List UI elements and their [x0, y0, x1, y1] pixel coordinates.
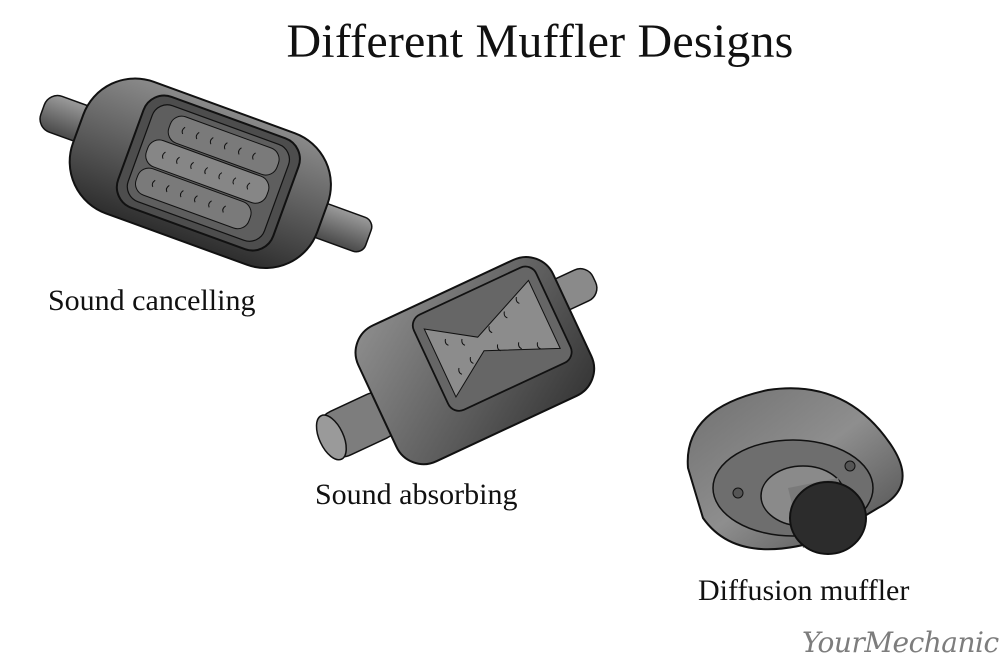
muffler-sound-absorbing-icon	[315, 256, 598, 466]
muffler-sound-cancelling-icon	[39, 77, 373, 270]
label-diffusion-muffler: Diffusion muffler	[698, 574, 910, 607]
diagram-title: Different Muffler Designs	[286, 15, 794, 68]
label-sound-cancelling: Sound cancelling	[48, 284, 256, 317]
label-sound-absorbing: Sound absorbing	[315, 478, 518, 511]
yourmechanic-logo: YourMechanic	[802, 626, 999, 659]
muffler-diffusion-icon	[686, 387, 904, 555]
